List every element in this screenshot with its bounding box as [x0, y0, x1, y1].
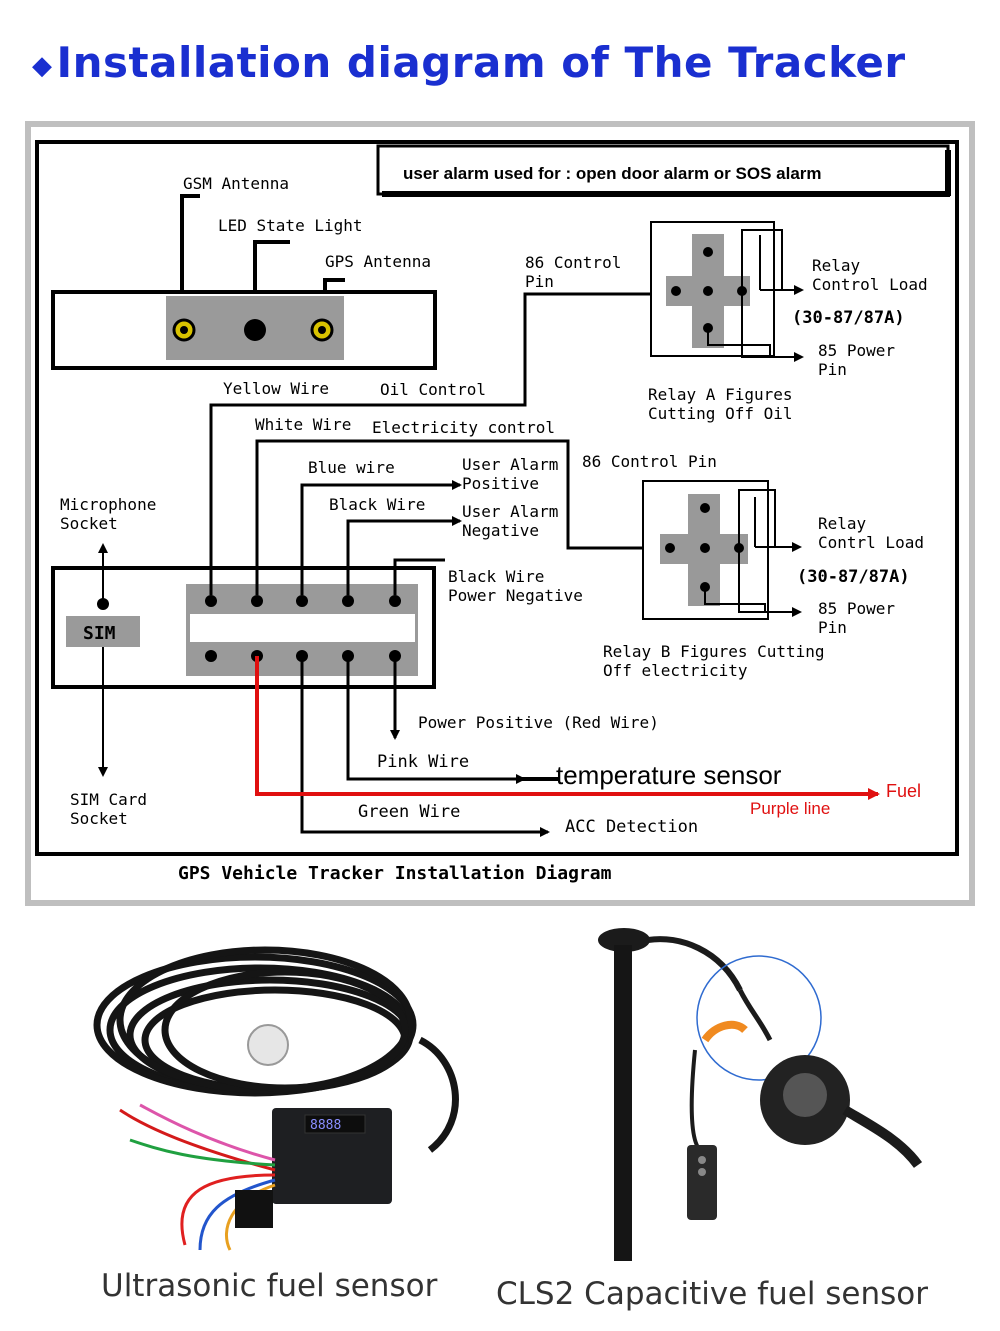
relay-b-power-label-2: Pin	[818, 618, 847, 637]
relay-a-load-label-2: Control Load	[812, 275, 928, 294]
colored-wire-bundle	[119, 1103, 276, 1251]
white-wire-label: White Wire	[255, 415, 351, 434]
gsm-antenna-label: GSM Antenna	[183, 174, 289, 193]
green-wire-label: Green Wire	[358, 802, 460, 822]
acc-detection-label: ACC Detection	[565, 817, 698, 837]
relay-a-caption-2: Cutting Off Oil	[648, 404, 793, 423]
capacitive-module	[687, 1145, 717, 1220]
control-pin-a-label-2: Pin	[525, 272, 554, 291]
sim-slot	[66, 616, 140, 647]
relay-a-load-label-3: (30-87/87A)	[792, 308, 905, 328]
microphone-socket-label: Microphone	[60, 495, 156, 514]
black-wire-power-label: Black Wire	[448, 567, 544, 586]
ultrasonic-sensor-illustration	[93, 946, 459, 1153]
electricity-control-label: Electricity control	[372, 418, 555, 437]
user-alarm-negative-label: User Alarm	[462, 502, 558, 521]
pink-wire	[346, 656, 526, 784]
alarm-note-box	[376, 144, 950, 196]
diagram-footer-title: GPS Vehicle Tracker Installation Diagram	[178, 863, 612, 884]
diamond-bullet-icon: ◆	[32, 50, 53, 81]
page-headline: ◆Installation diagram of The Tracker	[32, 38, 906, 87]
installation-diagram: user alarm used for : open door alarm or…	[25, 121, 975, 906]
microphone-socket-label-2: Socket	[60, 514, 118, 533]
black-wire-label: Black Wire	[329, 495, 425, 514]
diagram-canvas: user alarm used for : open door alarm or…	[31, 127, 969, 900]
blue-wire	[300, 480, 462, 595]
control-box-display: 8888	[310, 1118, 341, 1133]
gps-antenna-label: GPS Antenna	[325, 252, 431, 271]
ultrasonic-caption: Ultrasonic fuel sensor	[101, 1268, 438, 1304]
relay-b-power-label: 85 Power	[818, 599, 895, 618]
capacitive-caption: CLS2 Capacitive fuel sensor	[496, 1276, 929, 1312]
control-pin-a-label: 86 Control	[525, 253, 621, 272]
sim-card-socket-label: SIM Card	[70, 790, 147, 809]
relay-a-caption: Relay A Figures	[648, 385, 793, 404]
led-state-light-label: LED State Light	[218, 216, 363, 235]
power-positive-label: Power Positive (Red Wire)	[418, 713, 659, 732]
relay-b-load-label-2: Contrl Load	[818, 533, 924, 552]
headline-text: Installation diagram of The Tracker	[56, 38, 906, 87]
blue-wire-label: Blue wire	[308, 458, 395, 477]
yellow-wire-label: Yellow Wire	[223, 379, 329, 398]
control-pin-b-label: 86 Control Pin	[582, 452, 717, 471]
white-wire	[255, 439, 643, 595]
relay-a-power-label-2: Pin	[818, 360, 847, 379]
black-wire-power-label-2: Power Negative	[448, 586, 583, 605]
purple-line-label: Purple line	[750, 799, 830, 818]
pink-wire-label: Pink Wire	[377, 752, 469, 772]
capacitive-sensor-illustration	[598, 928, 923, 1261]
relay-a-load-label: Relay	[812, 256, 861, 275]
sim-label: SIM	[83, 623, 116, 644]
alarm-note-text: user alarm used for : open door alarm or…	[403, 164, 822, 183]
sim-card-socket-label-2: Socket	[70, 809, 128, 828]
purple-line-fuel	[255, 656, 880, 800]
led-icon	[244, 319, 266, 341]
user-alarm-positive-label-2: Positive	[462, 474, 539, 493]
black-wire-alarm	[346, 516, 462, 595]
user-alarm-positive-label: User Alarm	[462, 455, 558, 474]
yellow-wire	[209, 292, 650, 595]
relay-a-power-label: 85 Power	[818, 341, 895, 360]
temperature-sensor-label: temperature sensor	[556, 760, 782, 790]
wiring-diagram-svg: user alarm used for : open door alarm or…	[35, 140, 959, 884]
ultrasonic-probe-icon	[247, 1024, 289, 1066]
relay-b-caption: Relay B Figures Cutting	[603, 642, 825, 661]
relay-b-load-label-3: (30-87/87A)	[797, 567, 910, 587]
wire-connector-plug	[235, 1190, 273, 1228]
zoom-circle	[696, 955, 822, 1081]
green-wire	[300, 656, 550, 837]
fuel-label: Fuel	[886, 781, 921, 801]
ultrasonic-control-box	[272, 1108, 392, 1204]
orange-arrow-icon	[701, 1020, 748, 1043]
sensor-head	[760, 1055, 850, 1145]
black-wire-power	[393, 558, 445, 595]
relay-b-load-label: Relay	[818, 514, 867, 533]
relay-b-caption-2: Off electricity	[603, 661, 748, 680]
diagram-border	[35, 140, 959, 856]
oil-control-label: Oil Control	[380, 380, 486, 399]
user-alarm-negative-label-2: Negative	[462, 521, 539, 540]
